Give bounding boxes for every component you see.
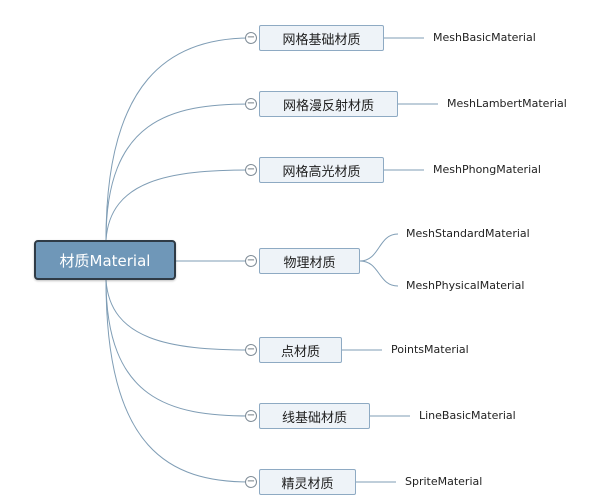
- branch-topic-mesh-basic[interactable]: 网格基础材质: [259, 25, 384, 51]
- branch-topic-sprite[interactable]: 精灵材质: [259, 469, 356, 495]
- branch-topic-mesh-phong[interactable]: 网格高光材质: [259, 157, 384, 183]
- connector-root-branch-5: [105, 279, 251, 351]
- branch-topic-points[interactable]: 点材质: [259, 337, 342, 363]
- connector-branch-4-leaf-2: [359, 260, 399, 287]
- collapse-toggle-icon[interactable]: −: [245, 164, 257, 176]
- collapse-toggle-icon[interactable]: −: [245, 32, 257, 44]
- connector-root-branch-7: [105, 279, 251, 483]
- collapse-toggle-icon[interactable]: −: [245, 344, 257, 356]
- connector-root-branch-1: [105, 37, 251, 241]
- leaf-topic-mesh-phong-material[interactable]: MeshPhongMaterial: [433, 163, 541, 176]
- collapse-toggle-icon[interactable]: −: [245, 476, 257, 488]
- collapse-toggle-icon[interactable]: −: [245, 98, 257, 110]
- branch-topic-mesh-lambert[interactable]: 网格漫反射材质: [259, 91, 398, 117]
- leaf-topic-mesh-lambert-material[interactable]: MeshLambertMaterial: [447, 97, 567, 110]
- branch-topic-line-basic[interactable]: 线基础材质: [259, 403, 370, 429]
- leaf-topic-points-material[interactable]: PointsMaterial: [391, 343, 469, 356]
- leaf-topic-sprite-material[interactable]: SpriteMaterial: [405, 475, 483, 488]
- leaf-topic-mesh-physical-material[interactable]: MeshPhysicalMaterial: [406, 279, 525, 292]
- root-topic[interactable]: 材质Material: [34, 240, 176, 280]
- leaf-topic-mesh-standard-material[interactable]: MeshStandardMaterial: [406, 227, 530, 240]
- branch-topic-physical[interactable]: 物理材质: [259, 248, 360, 274]
- leaf-topic-line-basic-material[interactable]: LineBasicMaterial: [419, 409, 516, 422]
- leaf-topic-mesh-basic-material[interactable]: MeshBasicMaterial: [433, 31, 536, 44]
- collapse-toggle-icon[interactable]: −: [245, 410, 257, 422]
- connector-root-branch-3: [105, 169, 251, 241]
- connector-root-branch-6: [105, 279, 251, 417]
- connector-branch-4-leaf-1: [359, 233, 399, 262]
- collapse-toggle-icon[interactable]: −: [245, 255, 257, 267]
- connector-root-branch-2: [105, 103, 251, 241]
